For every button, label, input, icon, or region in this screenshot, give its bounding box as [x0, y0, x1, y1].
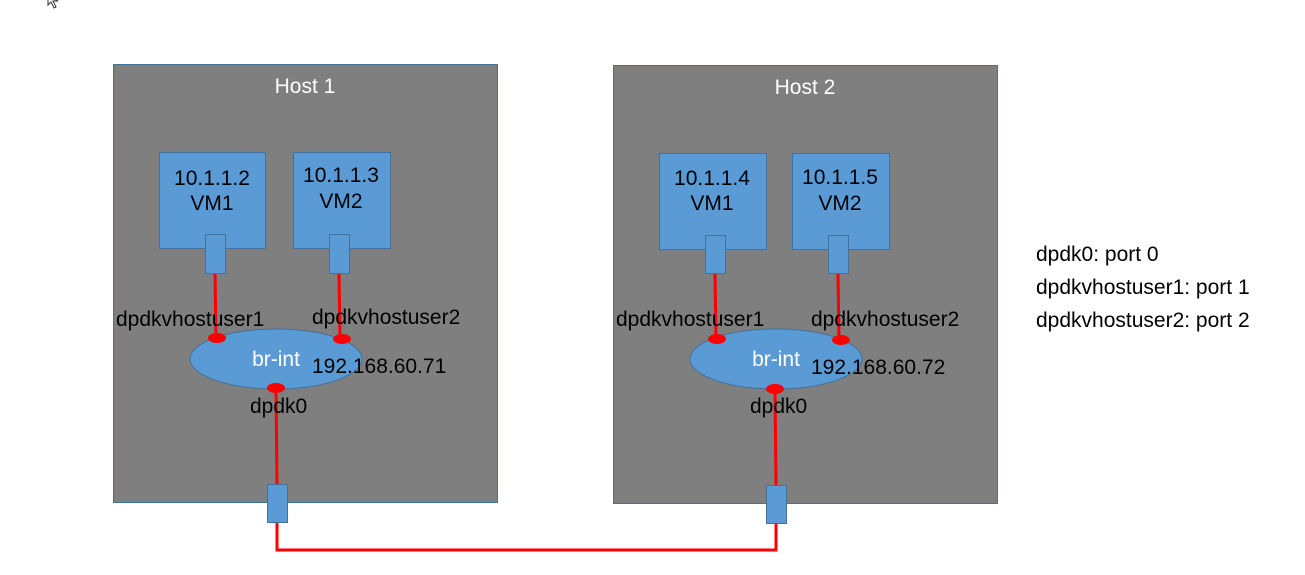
host-2-box: [613, 65, 998, 504]
host-2-vm2-ip: 10.1.1.5: [802, 166, 878, 189]
host-1: Host 1 10.1.1.2 VM1 10.1.1.3 VM2 br-int …: [113, 64, 498, 523]
host-2-vhost2-dot: [832, 335, 850, 345]
host-2-vhost1-dot: [708, 334, 726, 344]
host-2-uplink: [773, 388, 778, 486]
host-2-bridge-label: br-int: [752, 348, 800, 371]
host-1-vm1-name: VM1: [190, 192, 233, 215]
host-1-nic: [267, 484, 288, 523]
host-2-vm2-name: VM2: [818, 192, 861, 215]
host-1-vhost1-link: [213, 273, 218, 338]
host-1-dpdk0-dot: [267, 383, 285, 393]
host-2-dpdk0-dot: [766, 384, 784, 394]
host-1-vhost2-dot: [333, 334, 351, 344]
host-2-vm1-port: [705, 235, 726, 274]
host-1-box: [113, 64, 498, 503]
port-legend: dpdk0: port 0 dpdkvhostuser1: port 1 dpd…: [1036, 238, 1250, 337]
host-1-uplink: [274, 387, 279, 485]
legend-item: dpdk0: port 0: [1036, 243, 1159, 266]
host-1-vhost2-label: dpdkvhostuser2: [312, 306, 460, 329]
host-1-bridge-ip: 192.168.60.71: [312, 355, 446, 378]
host-1-vm1-port: [205, 234, 226, 274]
host-2-vhost2-link: [836, 273, 841, 340]
host-1-bridge-label: br-int: [252, 348, 300, 371]
host-1-vhost1-dot: [208, 333, 226, 343]
inter-host-link: [275, 503, 778, 552]
host-2-vhost2-label: dpdkvhostuser2: [811, 308, 959, 331]
host-1-vm2-ip: 10.1.1.3: [303, 164, 379, 187]
host-2-vm2-port: [828, 235, 849, 274]
legend-item: dpdkvhostuser2: port 2: [1036, 309, 1250, 332]
host-2-dpdk0-label: dpdk0: [750, 395, 807, 418]
host-2-title: Host 2: [775, 76, 836, 99]
legend-item: dpdkvhostuser1: port 1: [1036, 276, 1250, 299]
host-2-vhost1-link: [713, 273, 718, 339]
host-1-vhost1-label: dpdkvhostuser1: [116, 308, 264, 331]
host-1-vm2-name: VM2: [319, 190, 362, 213]
host-1-vhost2-link: [337, 273, 342, 339]
host-2-vm1-ip: 10.1.1.4: [674, 167, 750, 190]
mouse-cursor-icon: [47, 0, 59, 9]
host-2-nic: [766, 485, 787, 524]
host-2-vhost1-label: dpdkvhostuser1: [616, 308, 764, 331]
host-1-vm1-ip: 10.1.1.2: [174, 167, 250, 190]
host-2-vm1-name: VM1: [690, 192, 733, 215]
host-1-vm2-port: [329, 234, 350, 274]
host-1-title: Host 1: [275, 75, 336, 98]
host-2-vm2-box: [792, 153, 890, 250]
host-2: Host 2 10.1.1.4 VM1 10.1.1.5 VM2 br-int …: [613, 65, 998, 524]
host-2-vm1-box: [659, 153, 767, 250]
host-2-bridge-ip: 192.168.60.72: [811, 356, 945, 379]
host-1-dpdk0-label: dpdk0: [250, 395, 307, 418]
